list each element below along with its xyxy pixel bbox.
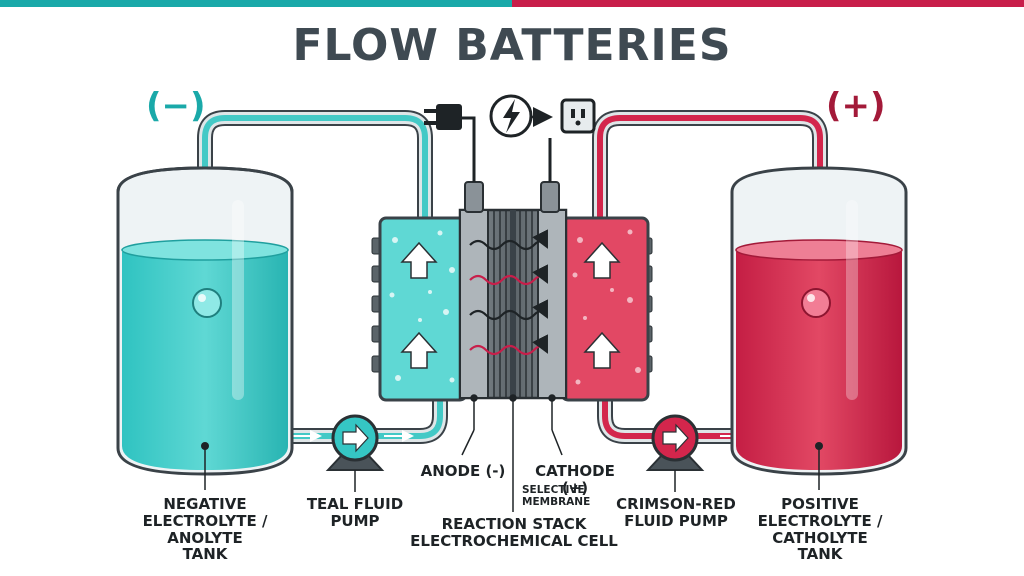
- label-positive-tank: POSITIVE ELECTROLYTE / CATHOLYTE TANK: [757, 495, 883, 564]
- negative-sign: (−): [146, 86, 206, 126]
- label-negative-tank: NEGATIVE ELECTROLYTE / ANOLYTE TANK: [142, 495, 268, 564]
- lightning-bolt-icon: [489, 94, 533, 138]
- flow-up-arrow-icon: [583, 241, 621, 279]
- negative-electrolyte-tank: [116, 166, 294, 490]
- top-accent-bar-crimson: [512, 0, 1024, 7]
- label-reaction-stack: REACTION STACK ELECTROCHEMICAL CELL: [410, 515, 618, 550]
- flow-up-arrow-icon: [400, 241, 438, 279]
- teal-supply-pipe: [197, 400, 448, 444]
- flow-up-arrow-icon: [583, 331, 621, 369]
- flow-up-arrow-icon: [400, 331, 438, 369]
- anolyte-half-cell: [378, 216, 468, 402]
- selective-membrane: [510, 210, 516, 398]
- plug-icon: [424, 104, 462, 130]
- power-outlet-icon: [560, 98, 596, 134]
- positive-sign: (+): [826, 86, 886, 126]
- top-accent-bar-teal: [0, 0, 512, 7]
- label-crimson-pump: CRIMSON-RED FLUID PUMP: [616, 495, 736, 530]
- label-membrane: SELECTIVE MEMBRANE: [522, 484, 591, 508]
- cathode-plate: [537, 209, 567, 399]
- teal-return-pipe: [197, 110, 433, 255]
- ion-transfer-waves: [469, 229, 548, 356]
- cathode-terminal: [540, 181, 560, 213]
- anode-plate: [459, 209, 489, 399]
- reaction-stack: [371, 181, 653, 402]
- crimson-supply-pipe: [597, 400, 828, 444]
- label-anode: ANODE (-): [420, 462, 506, 480]
- label-teal-pump: TEAL FLUID PUMP: [306, 495, 404, 530]
- crimson-return-pipe: [592, 110, 828, 255]
- teal-pump: [325, 414, 385, 492]
- crimson-pump: [645, 414, 705, 492]
- anode-terminal: [464, 181, 484, 213]
- page-title: FLOW BATTERIES: [292, 20, 732, 71]
- leader-lines: [461, 394, 563, 512]
- external-circuit: [460, 107, 553, 182]
- label-cathode: CATHODE (+): [535, 462, 615, 497]
- positive-electrolyte-tank: [730, 166, 908, 490]
